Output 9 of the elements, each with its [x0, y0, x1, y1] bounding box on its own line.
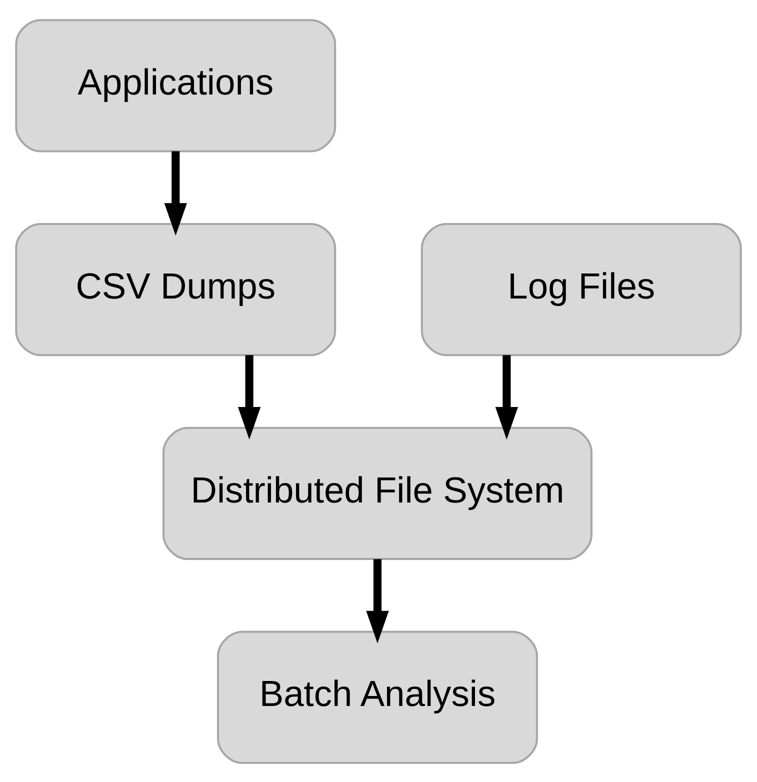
- node-box: CSV Dumps: [15, 222, 336, 356]
- arrow: [495, 354, 518, 439]
- node-box: Distributed File System: [162, 426, 592, 560]
- arrow: [366, 558, 389, 643]
- arrow: [164, 150, 187, 236]
- arrow: [238, 354, 261, 439]
- node-box: Applications: [15, 18, 336, 152]
- node-box: Log Files: [420, 222, 742, 356]
- node-box: Batch Analysis: [217, 630, 538, 764]
